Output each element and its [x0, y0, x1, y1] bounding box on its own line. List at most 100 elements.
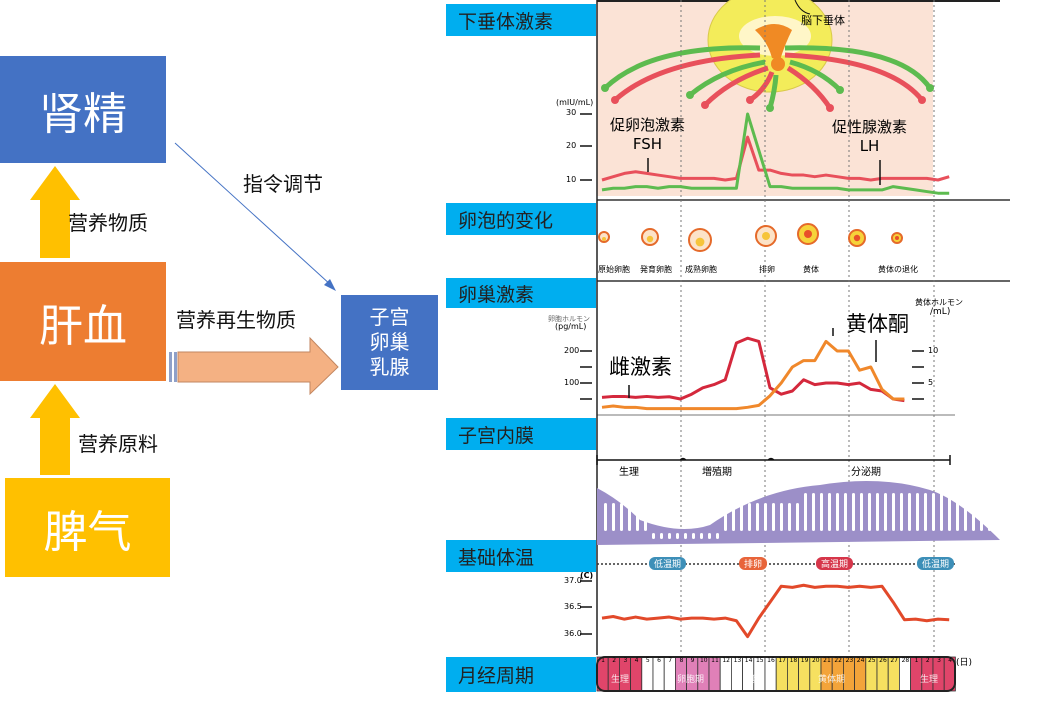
- temp-37: 37.0: [564, 576, 582, 585]
- lh-line: [601, 112, 950, 195]
- kidney-essence-box: 肾精: [0, 56, 166, 163]
- gland-gap: [628, 503, 631, 531]
- temp-unit: (C): [580, 571, 594, 580]
- temperature-line: [601, 583, 950, 639]
- cycle-day-number: 13: [733, 657, 742, 664]
- gland-gap: [972, 493, 975, 531]
- cycle-day-number: 26: [879, 657, 887, 664]
- endometrium-phase-bracket: [596, 455, 951, 465]
- gland-gap: [740, 503, 743, 531]
- arrowhead: [746, 96, 754, 104]
- cycle-phase-label: 排卵: [743, 675, 762, 685]
- gland-gap: [844, 493, 847, 531]
- estrogen-line: [601, 336, 905, 403]
- gland-gap: [604, 503, 607, 531]
- cycle-unit: (日): [956, 658, 973, 668]
- lh-label: 促性腺激素: [832, 118, 908, 136]
- gland-gap: [852, 493, 855, 531]
- cycle-day-number: 14: [744, 657, 753, 664]
- tick-p5: 5: [928, 378, 934, 387]
- cycle-day-number: 15: [755, 657, 764, 664]
- cycle-day-number: 23: [845, 657, 854, 664]
- cycle-day-number: 16: [767, 657, 775, 664]
- gland-gap: [876, 493, 879, 531]
- gland-gap: [732, 503, 735, 531]
- arrowhead: [766, 104, 774, 112]
- target-organs-box: 子宫 卵巢 乳腺: [341, 295, 438, 390]
- oocyte-icon: [853, 234, 861, 242]
- cycle-phase-label: 黄体期: [818, 675, 846, 685]
- arrowhead: [836, 86, 844, 94]
- gland-gap: [940, 493, 943, 531]
- temp-36: 36.0: [564, 629, 582, 638]
- gland-gap: [916, 493, 919, 531]
- gland-gap: [884, 493, 887, 531]
- cycle-day-number: 3: [623, 657, 628, 664]
- cycle-day-number: 2: [925, 657, 930, 664]
- follicle-stage-label: 排卵: [759, 265, 775, 274]
- cycle-day-number: 4: [634, 657, 639, 664]
- gland-gap: [772, 503, 775, 531]
- cycle-day-number: 22: [834, 657, 842, 664]
- pituitary-unit: (mIU/mL): [556, 98, 594, 107]
- tick-10: 10: [566, 175, 577, 184]
- follicle-stage-label: 成熟卵胞: [685, 265, 717, 274]
- gland-gap: [620, 503, 623, 531]
- gland-gap: [948, 493, 951, 531]
- fsh-abbr: FSH: [632, 135, 663, 153]
- cycle-day-number: 4: [948, 657, 953, 664]
- section-cycle: 月经周期: [446, 657, 596, 692]
- progesterone-line: [601, 339, 905, 411]
- section-bbt: 基础体温: [446, 540, 596, 572]
- cycle-strip-border: [596, 656, 956, 692]
- left-arrows: [30, 142, 339, 475]
- cycle-phase-label: 生理: [611, 675, 630, 685]
- bbt-phase-high: 高温期: [816, 557, 854, 570]
- gland-gap: [828, 493, 831, 531]
- gland-gap: [860, 493, 863, 531]
- estrogen-unit-1: 卵胞ホルモン: [548, 315, 590, 323]
- phase-menstrual: 生理: [619, 467, 639, 478]
- cycle-day-number: 1: [601, 657, 605, 664]
- cycle-day-number: 17: [778, 657, 786, 664]
- tick-200: 200: [564, 346, 580, 355]
- section-pituitary: 下垂体激素: [446, 4, 596, 36]
- arrowhead: [826, 104, 834, 112]
- cycle-phase-label: 卵胞期: [677, 675, 705, 685]
- cycle-day-number: 3: [937, 657, 941, 664]
- target-uterus: 子宫: [369, 305, 410, 329]
- gland-gap: [756, 503, 759, 531]
- oocyte-icon: [804, 230, 812, 238]
- gland-gap: [980, 493, 983, 531]
- arrowhead: [686, 91, 694, 99]
- temp-365: 36.5: [564, 602, 582, 611]
- cycle-day-number: 27: [890, 657, 898, 664]
- cycle-day-number: 8: [679, 657, 684, 664]
- cycle-day-number: 9: [690, 657, 695, 664]
- hormone-arrow-0: [603, 45, 761, 90]
- nutrients-label: 营养物质: [68, 211, 148, 235]
- bbt-phase-low: 低温期: [649, 557, 687, 570]
- gland-gap: [716, 533, 719, 539]
- fsh-line: [601, 135, 950, 182]
- gland-gap: [868, 493, 871, 531]
- progesterone-unit-1: 黄体ホルモン: [915, 298, 963, 307]
- cycle-day-number: 1: [914, 657, 919, 664]
- tick-p10: 10: [928, 346, 939, 355]
- section-follicle: 卵泡的变化: [446, 203, 596, 235]
- gland-gap: [812, 493, 815, 531]
- oocyte-icon: [762, 232, 770, 240]
- gland-gap: [964, 493, 967, 531]
- cycle-day-number: 5: [645, 657, 650, 664]
- arrowhead: [611, 96, 619, 104]
- gland-gap: [668, 533, 671, 539]
- oocyte-icon: [602, 237, 606, 241]
- up-arrow-raw: [30, 384, 80, 475]
- gland-gap: [764, 503, 767, 531]
- gland-gap: [676, 533, 679, 539]
- up-arrow-nutrients: [30, 166, 80, 258]
- cycle-day-number: 7: [668, 657, 673, 664]
- estrogen-label: 雌激素: [609, 355, 672, 379]
